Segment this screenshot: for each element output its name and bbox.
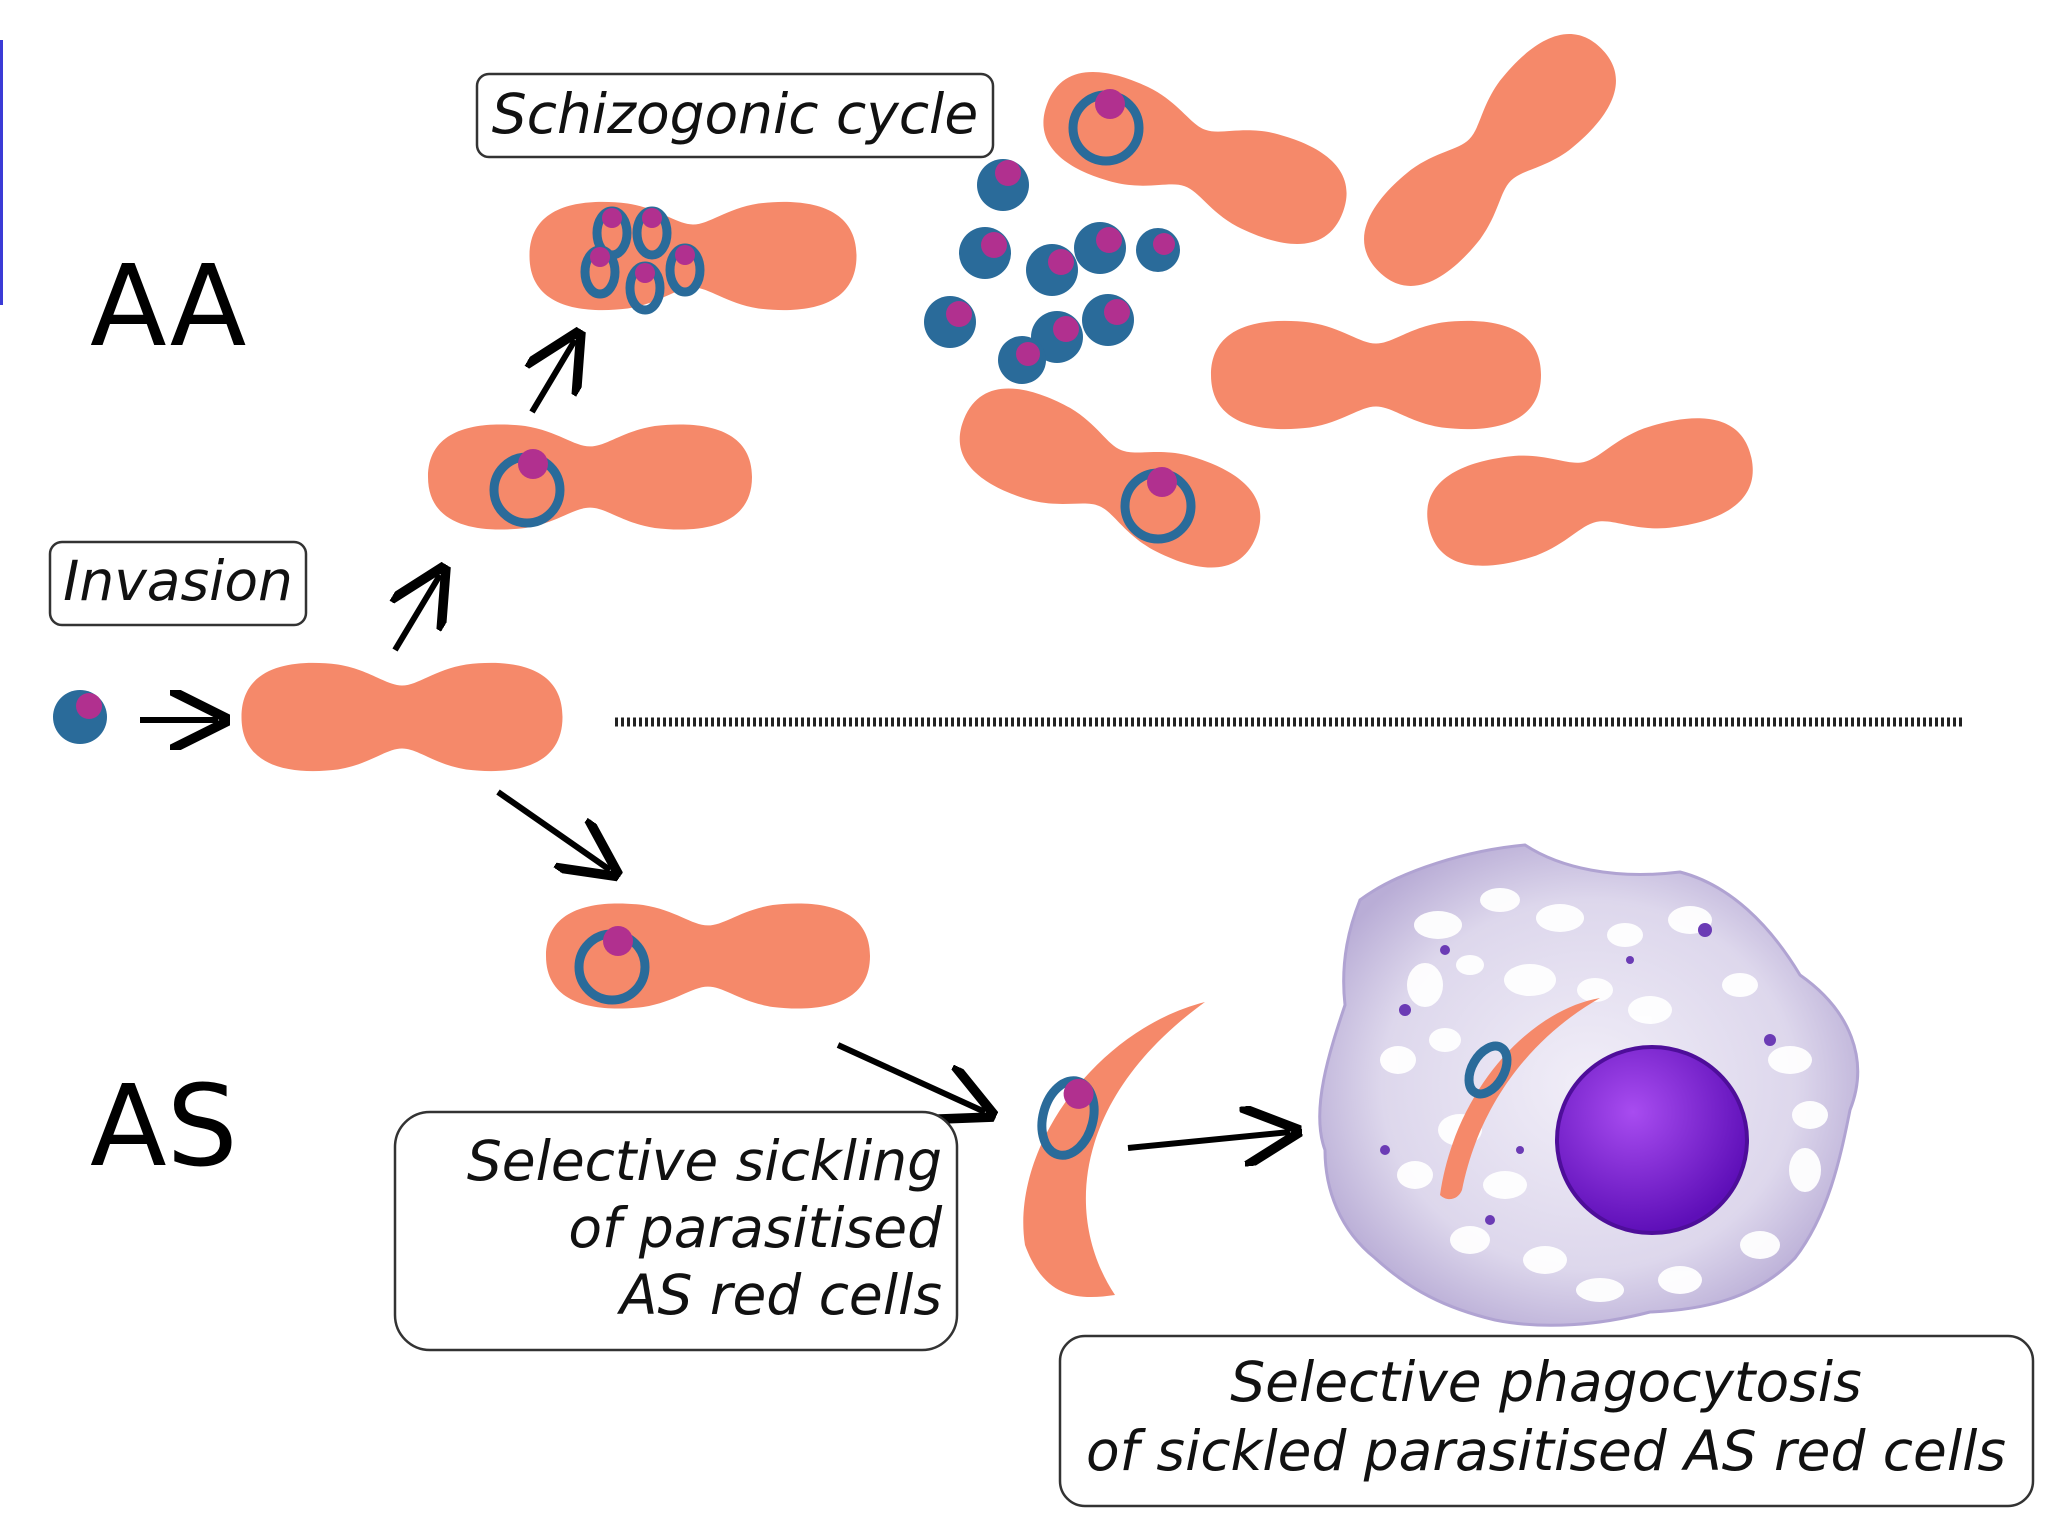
- sickling-line-2: of parasitised: [568, 1196, 943, 1260]
- sickling-line-3: AS red cells: [617, 1263, 942, 1327]
- ring-parasite: [574, 926, 650, 1005]
- invasion-label: Invasion: [48, 540, 308, 627]
- sickling-line-1: Selective sickling: [467, 1129, 942, 1193]
- arrow-to-sickled-cell: [836, 1042, 985, 1112]
- macrophage-nucleus: [1555, 1045, 1749, 1235]
- red-cell-uninfected-bottom-right: [1417, 406, 1763, 578]
- arrow-to-phagocytosis: [1127, 1132, 1290, 1148]
- arrow-to-infected-aa: [395, 575, 440, 652]
- sickled-red-cell: [1023, 1002, 1205, 1298]
- phagocytosis-line-1: Selective phagocytosis: [1230, 1350, 1861, 1414]
- red-cell-uninfected-top-right: [1342, 12, 1638, 308]
- red-cell-uninfected-mid-right: [1211, 320, 1541, 430]
- arrow-to-infected-as: [496, 789, 610, 870]
- macrophage: [1318, 843, 1860, 1327]
- ring-parasite: [1037, 1076, 1099, 1160]
- released-merozoites: [924, 159, 1180, 384]
- ring-parasite: [489, 449, 565, 528]
- genotype-label-aa: AA: [90, 242, 246, 372]
- accent-bar: [0, 40, 3, 305]
- ring-parasite: [1120, 467, 1196, 544]
- genotype-label-as: AS: [90, 1062, 238, 1192]
- invasion-text: Invasion: [63, 549, 293, 613]
- red-cell-infected-top: [1029, 55, 1361, 261]
- macrophage-granules: [1380, 923, 1776, 1225]
- schizogonic-cycle-label: Schizogonic cycle: [475, 72, 995, 159]
- schizogonic-cycle-text: Schizogonic cycle: [492, 82, 978, 146]
- phagocytosis-line-2: of sickled parasitised AS red cells: [1086, 1419, 2006, 1483]
- ring-parasite: [1068, 89, 1144, 166]
- selective-sickling-label: Selective sickling of parasitised AS red…: [393, 1110, 959, 1352]
- free-merozoite: [53, 690, 107, 744]
- schizont-parasites: [580, 206, 705, 315]
- engulfed-sickled-cell: [1440, 998, 1600, 1200]
- selective-phagocytosis-label: Selective phagocytosis of sickled parasi…: [1058, 1334, 2035, 1508]
- red-cell-uninfected-center: [241, 662, 563, 772]
- red-cell-infected-aa: [428, 424, 752, 530]
- arrow-to-schizont: [532, 340, 575, 414]
- ring-parasite: [1464, 1041, 1512, 1099]
